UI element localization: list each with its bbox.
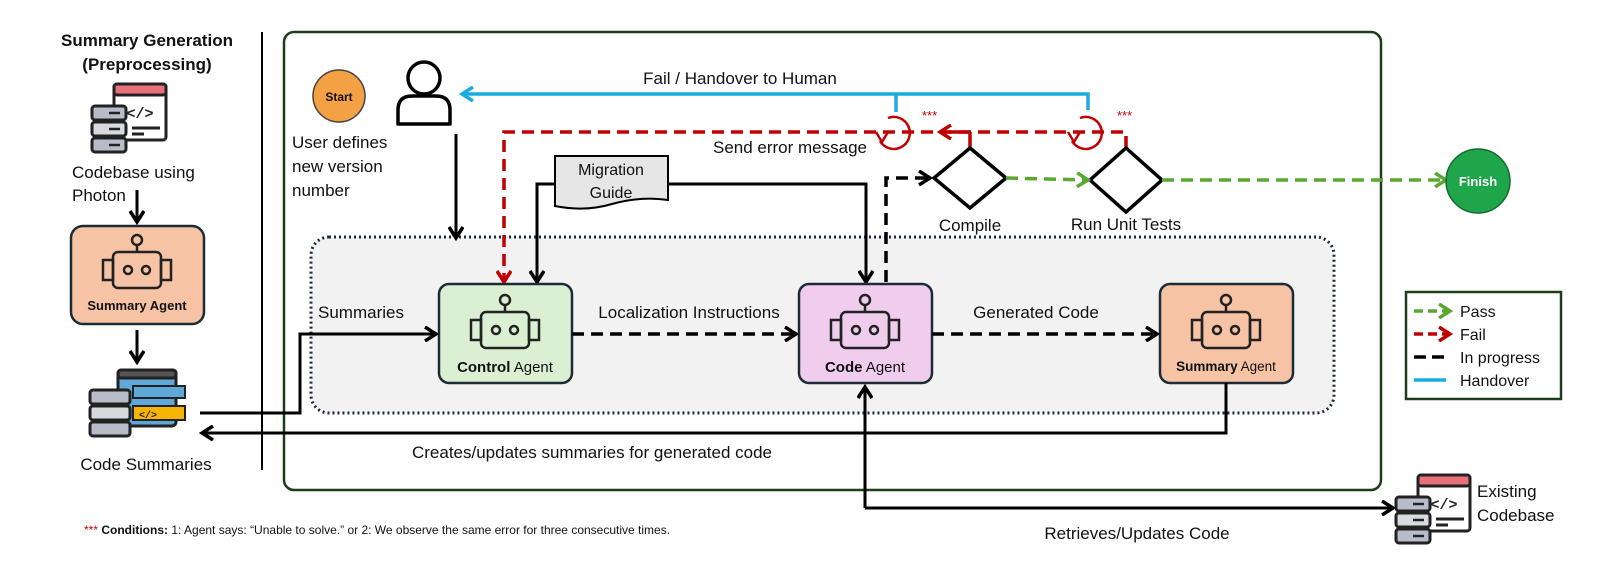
retrieves-label: Retrieves/Updates Code (1044, 524, 1229, 543)
generated-edge-label: Generated Code (973, 303, 1099, 322)
code-summaries-icon: </> (88, 368, 186, 438)
codebase-photon-icon (90, 82, 168, 154)
migration-guide-label-1: Migration (578, 162, 644, 179)
migration-guide-label-2: Guide (590, 185, 633, 202)
creates-updates-label: Creates/updates summaries for generated … (412, 443, 772, 462)
legend: Pass Fail In progress Handover (1404, 290, 1563, 401)
control-agent[interactable]: Control Agent (437, 282, 574, 385)
legend-label-progress: In progress (1460, 350, 1540, 367)
preprocessing-summary-agent-label: Summary Agent (87, 298, 187, 313)
code-agent-label: Code Agent (825, 359, 906, 376)
user-label-1: User defines (292, 133, 387, 152)
footnote: *** Conditions: 1: Agent says: “Unable t… (84, 523, 670, 537)
arrow-compile-to-tests (1005, 178, 1088, 180)
legend-item-handover: Handover (1414, 373, 1530, 390)
conditions-marker-2: *** (1117, 108, 1132, 123)
legend-item-pass: Pass (1414, 304, 1496, 321)
preprocessing-title: Summary Generation (61, 31, 233, 50)
compile-label: Compile (939, 216, 1001, 235)
code-summaries-label: Code Summaries (80, 455, 211, 474)
user-icon (396, 60, 452, 126)
legend-label-pass: Pass (1460, 304, 1496, 321)
legend-item-fail: Fail (1414, 327, 1486, 344)
migration-guide-doc: Migration Guide (554, 155, 669, 210)
codebase-photon-label-1: Codebase using (72, 163, 195, 182)
user-label-2: new version (292, 157, 383, 176)
handover-arrow (462, 94, 1090, 110)
codebase-photon-label-2: Photon (72, 186, 126, 205)
preprocessing-summary-agent[interactable]: Summary Agent (69, 224, 206, 326)
preprocessing-subtitle: (Preprocessing) (82, 55, 211, 74)
retry-loop-icon-2 (1066, 115, 1104, 151)
tests-label: Run Unit Tests (1071, 215, 1181, 234)
start-label: Start (325, 90, 352, 104)
main-frame (282, 30, 1383, 492)
tests-decision (1087, 145, 1165, 215)
legend-item-progress: In progress (1414, 350, 1540, 367)
user-label-3: number (292, 181, 350, 200)
control-agent-label: Control Agent (457, 359, 554, 376)
compile-decision (931, 145, 1009, 211)
error-arrow (504, 130, 1128, 282)
handover-label: Fail / Handover to Human (643, 69, 837, 88)
existing-codebase-label-1: Existing (1477, 482, 1537, 501)
existing-codebase-icon (1394, 473, 1472, 545)
arrow-code-to-compile (884, 178, 930, 282)
finish-label: Finish (1459, 174, 1497, 189)
legend-label-handover: Handover (1460, 373, 1530, 390)
retry-loop-icon-1 (874, 115, 912, 151)
summaries-edge-label: Summaries (318, 303, 404, 322)
start-node: Start (312, 69, 366, 123)
existing-codebase-label-2: Codebase (1477, 506, 1555, 525)
conditions-marker-1: *** (922, 108, 937, 123)
arrow-summary-to-summaries (202, 383, 1228, 433)
localization-edge-label: Localization Instructions (598, 303, 779, 322)
error-label: Send error message (713, 138, 867, 157)
arrow-guide-to-code (668, 182, 866, 282)
summary-agent[interactable]: Summary Agent (1158, 282, 1295, 385)
svg-text:</>: </> (139, 410, 157, 422)
arrow-guide-to-control (537, 182, 555, 282)
code-agent[interactable]: Code Agent (797, 282, 934, 385)
legend-label-fail: Fail (1460, 327, 1486, 344)
summary-agent-label: Summary Agent (1176, 359, 1276, 374)
finish-node: Finish (1445, 148, 1511, 214)
arrow-summaries-to-control (200, 334, 436, 415)
